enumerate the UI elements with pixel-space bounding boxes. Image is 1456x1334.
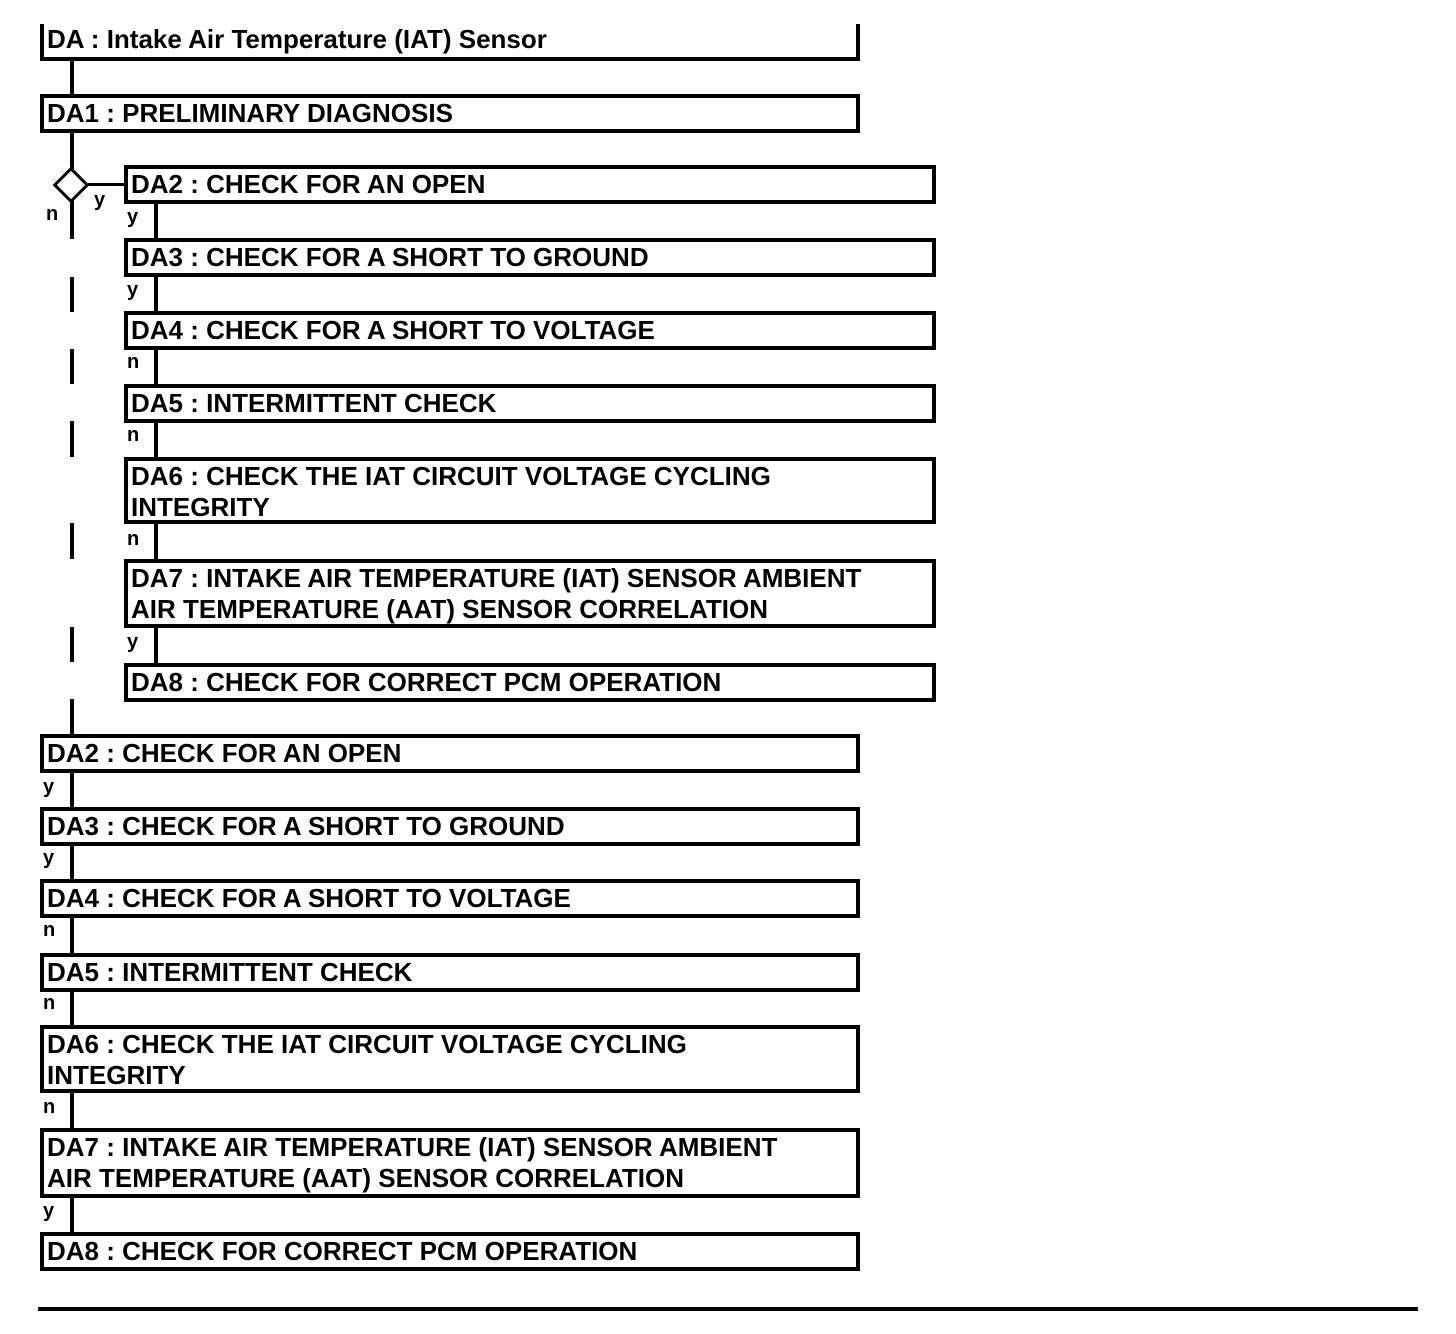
no-step-da7: DA7 : INTAKE AIR TEMPERATURE (IAT) SENSO… [40,1128,860,1198]
decision-diamond [52,166,90,204]
connector-line [154,628,158,663]
edge-label: y [43,1200,55,1222]
edge-label: n [127,351,140,373]
edge-label: n [127,528,140,550]
no-step-da8: DA8 : CHECK FOR CORRECT PCM OPERATION [40,1232,860,1271]
connector-line [154,204,158,238]
flowchart-title: DA : Intake Air Temperature (IAT) Sensor [40,24,860,61]
no-step-da5: DA5 : INTERMITTENT CHECK [40,953,860,992]
connector-line [70,200,74,239]
connector-dash [70,349,74,384]
no-step-da2: DA2 : CHECK FOR AN OPEN [40,734,860,773]
yes-step-da6: DA6 : CHECK THE IAT CIRCUIT VOLTAGE CYCL… [124,457,936,524]
no-step-da3: DA3 : CHECK FOR A SHORT TO GROUND [40,807,860,846]
connector-dash [70,523,74,559]
connector-line [70,846,74,880]
connector-line [70,773,74,808]
connector-line [154,277,158,311]
connector-line [70,61,74,95]
yes-step-da2: DA2 : CHECK FOR AN OPEN [124,165,936,204]
yes-step-da4: DA4 : CHECK FOR A SHORT TO VOLTAGE [124,311,936,350]
connector-line [70,1093,74,1129]
connector-line [154,524,158,559]
connector-dash [70,421,74,457]
edge-label: y [127,206,139,228]
yes-step-da5: DA5 : INTERMITTENT CHECK [124,384,936,423]
edge-label: y [43,847,55,869]
connector-line [70,918,74,953]
edge-label: n [127,424,140,446]
yes-step-da7: DA7 : INTAKE AIR TEMPERATURE (IAT) SENSO… [124,559,936,628]
connector-line [154,423,158,457]
title-text: DA : Intake Air Temperature (IAT) Sensor [47,24,547,54]
connector-line [70,699,74,735]
decision-yes-label: y [94,189,106,211]
yes-step-da8: DA8 : CHECK FOR CORRECT PCM OPERATION [124,663,936,702]
no-step-da4: DA4 : CHECK FOR A SHORT TO VOLTAGE [40,879,860,918]
connector-line [70,1198,74,1233]
bottom-divider [38,1307,1418,1311]
edge-label: y [43,776,55,798]
edge-label: y [127,279,139,301]
edge-label: n [43,992,56,1014]
edge-label: n [43,919,56,941]
edge-label: n [43,1096,56,1118]
connector-dash [70,627,74,662]
decision-no-label: n [46,203,59,225]
connector-dash [70,277,74,312]
connector-line [154,350,158,384]
yes-step-da3: DA3 : CHECK FOR A SHORT TO GROUND [124,238,936,277]
step-da1: DA1 : PRELIMINARY DIAGNOSIS [40,94,860,133]
step-da1-text: DA1 : PRELIMINARY DIAGNOSIS [47,98,453,128]
connector-line [70,133,74,171]
connector-line [70,992,74,1026]
connector-line [88,183,126,186]
edge-label: y [127,631,139,653]
no-step-da6: DA6 : CHECK THE IAT CIRCUIT VOLTAGE CYCL… [40,1025,860,1093]
